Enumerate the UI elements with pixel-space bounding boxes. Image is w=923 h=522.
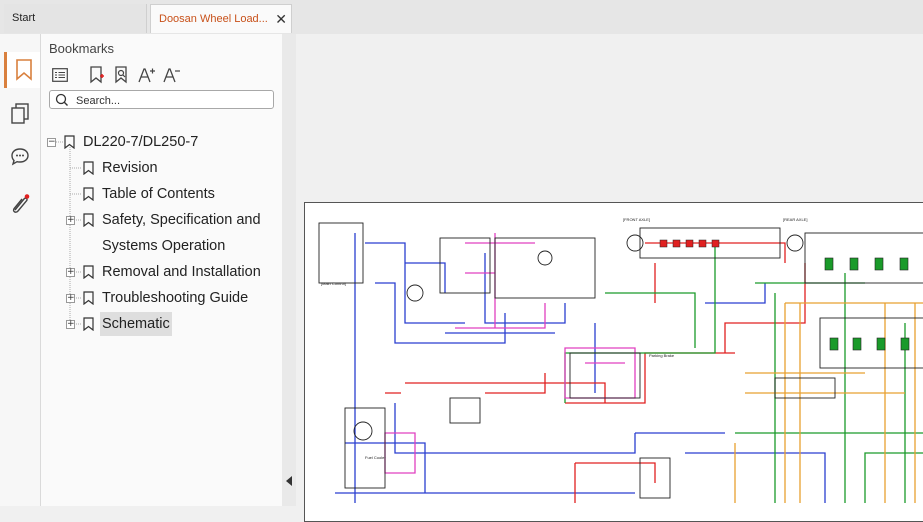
bookmark-icon (83, 265, 94, 279)
text-larger-icon (137, 68, 155, 83)
bookmark-label: Troubleshooting Guide (102, 290, 249, 306)
side-rail (0, 34, 41, 506)
bookmark-label: Safety, Specification and (102, 212, 261, 228)
search-input[interactable] (74, 92, 268, 109)
bookmark-label: Schematic (100, 312, 172, 336)
bookmarks-panel: Bookmarks (41, 34, 282, 506)
collapse-panel-icon[interactable] (286, 476, 292, 486)
toolbar-spacer (74, 65, 82, 85)
panel-title: Bookmarks (49, 41, 115, 56)
bookmark-toolbar (49, 65, 182, 85)
list-icon (51, 68, 68, 82)
tab-start-label: Start (12, 12, 36, 24)
expand-schematic-toggle[interactable]: + (66, 319, 75, 329)
bookmark-label: Removal and Installation (102, 264, 261, 280)
expand-collapse-button[interactable] (49, 65, 70, 85)
rail-pages-button[interactable] (4, 96, 36, 132)
expand-removal-toggle[interactable]: + (66, 267, 75, 277)
pages-icon (11, 103, 29, 124)
search-icon (55, 93, 68, 106)
schematic-label: [Main Control] (321, 281, 346, 286)
rail-comments-button[interactable] (4, 139, 36, 175)
expand-safety-toggle[interactable]: + (66, 215, 75, 225)
add-bookmark-button[interactable] (86, 65, 107, 85)
bookmark-search[interactable] (49, 90, 274, 109)
schematic-label: Parking Brake (649, 353, 675, 358)
bookmark-label: Systems Operation (102, 238, 226, 254)
tab-document[interactable]: Doosan Wheel Load... ✕ (150, 4, 292, 33)
expand-troubleshooting-toggle[interactable]: + (66, 293, 75, 303)
bookmark-icon (83, 213, 94, 227)
schematic-label: [FRONT AXLE] (623, 217, 651, 222)
rail-attachments-button[interactable] (4, 186, 36, 222)
decrease-font-button[interactable] (161, 65, 182, 85)
find-bookmark-icon (114, 66, 127, 84)
bookmark-icon (83, 317, 94, 331)
find-bookmark-button[interactable] (111, 65, 132, 85)
schematic-label: Fuel Cooler (365, 455, 386, 460)
attachments-icon (12, 194, 30, 213)
bookmark-icon (83, 161, 94, 175)
bookmark-icon (83, 187, 94, 201)
bookmark-label: Table of Contents (102, 186, 215, 202)
text-smaller-icon (162, 68, 180, 83)
close-icon[interactable]: ✕ (275, 11, 287, 27)
comments-icon (11, 148, 29, 166)
schematic-label: [REAR AXLE] (783, 217, 808, 222)
bookmark-icon (83, 291, 94, 305)
bookmark-label: Revision (102, 160, 158, 176)
schematic-page: [FRONT AXLE] [REAR AXLE] Parking Brake F… (304, 202, 923, 522)
collapse-root-toggle[interactable]: − (47, 137, 56, 147)
bookmark-icon (15, 59, 32, 81)
rail-bookmarks-button[interactable] (4, 52, 40, 88)
tab-start[interactable]: Start (4, 4, 147, 33)
increase-font-button[interactable] (136, 65, 157, 85)
panel-splitter[interactable] (282, 34, 296, 506)
tab-bar: Start Doosan Wheel Load... ✕ (0, 0, 923, 35)
bookmark-label: DL220-7/DL250-7 (83, 134, 199, 150)
bookmark-icon (64, 135, 75, 149)
tab-document-label: Doosan Wheel Load... (159, 13, 268, 25)
add-bookmark-icon (89, 66, 104, 84)
hydraulic-schematic (318, 222, 923, 503)
